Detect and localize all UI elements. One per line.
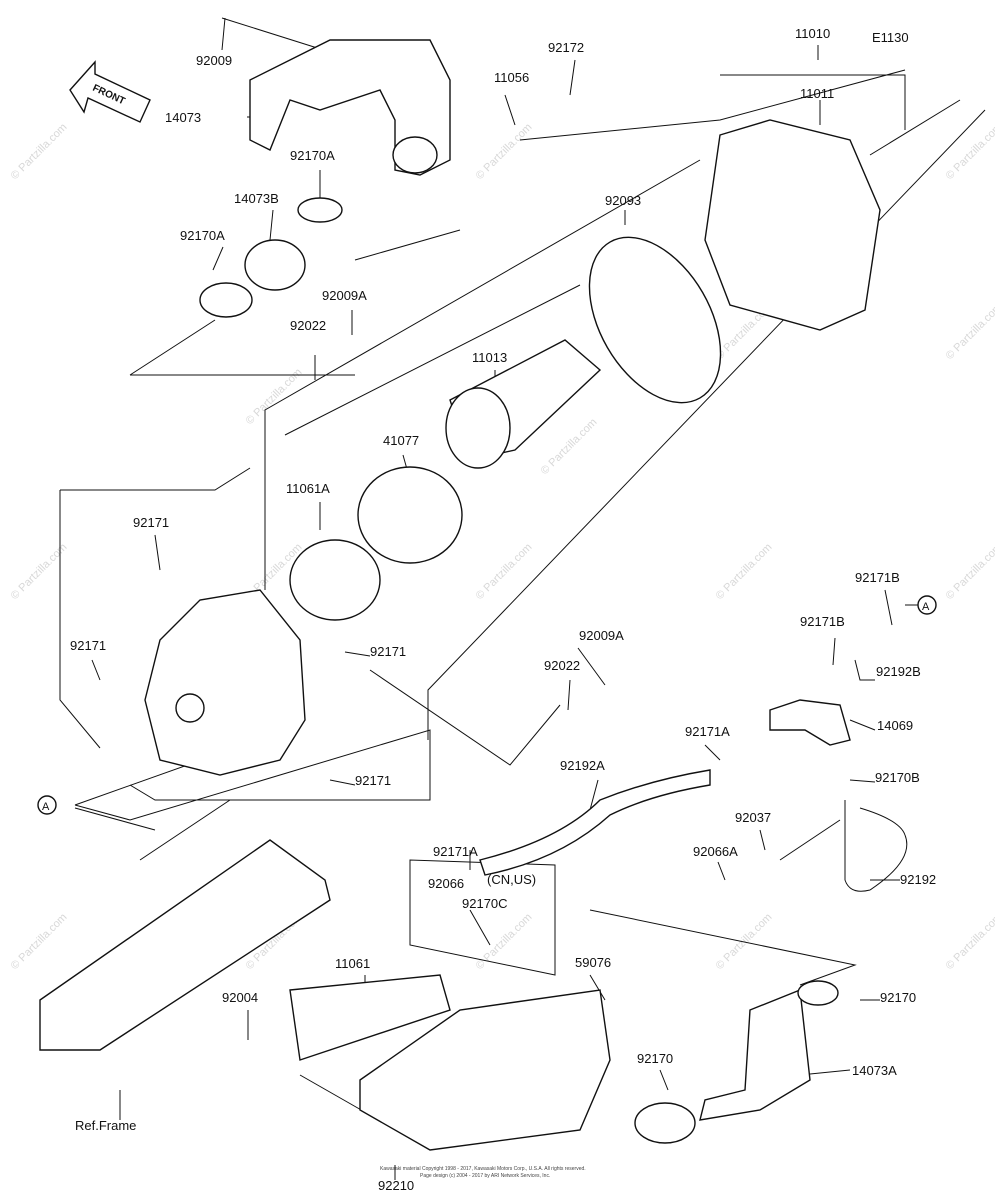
copyright-line-1: Kawasaki material Copyright 1998 - 2017,… — [380, 1166, 586, 1172]
callout-label: 14073A — [852, 1063, 897, 1078]
callout-label: (CN,US) — [487, 872, 536, 887]
callout-label: 92066 — [428, 876, 464, 891]
callout-label: 92210 — [378, 1178, 414, 1193]
callout-label: 92170A — [290, 148, 335, 163]
watermark: © Partzilla.com — [714, 541, 775, 602]
callout-label: 92171B — [855, 570, 900, 585]
callout-label: 92171 — [70, 638, 106, 653]
callout-label: 14073 — [165, 110, 201, 125]
callout-label: 92009A — [322, 288, 367, 303]
callout-label: 11011 — [800, 86, 834, 101]
callout-label: 92009A — [579, 628, 624, 643]
callout-label: 14069 — [877, 718, 913, 733]
callout-label: 92066A — [693, 844, 738, 859]
callout-label: 92171 — [370, 644, 406, 659]
diagram-code: E1130 — [872, 30, 909, 45]
callout-label: 92093 — [605, 193, 641, 208]
callout-label: 92037 — [735, 810, 771, 825]
callout-label: 92022 — [544, 658, 580, 673]
callout-label: 92192A — [560, 758, 605, 773]
callout-label: 11010 — [795, 26, 830, 41]
callout-label: 11056 — [494, 70, 529, 85]
connector-a-left: A — [37, 795, 57, 815]
callout-label: 92004 — [222, 990, 258, 1005]
callout-label: 92170C — [462, 896, 508, 911]
ref-frame-label: Ref.Frame — [75, 1118, 136, 1133]
parts-outlines — [39, 39, 908, 1151]
callout-label: 92171B — [800, 614, 845, 629]
front-arrow: FRONT — [69, 60, 151, 123]
callout-labels: 11010110119200992172110561407392170A1407… — [70, 26, 936, 1193]
watermark: © Partzilla.com — [9, 911, 70, 972]
callout-label: 92022 — [290, 318, 326, 333]
watermark: © Partzilla.com — [474, 121, 535, 182]
callout-label: 41077 — [383, 433, 419, 448]
callout-label: 92192B — [876, 664, 921, 679]
callout-label: 92192 — [900, 872, 936, 887]
connector-a-right: A — [917, 595, 937, 615]
callout-label: 92009 — [196, 53, 232, 68]
watermark: © Partzilla.com — [944, 541, 995, 602]
watermark: © Partzilla.com — [944, 301, 995, 362]
watermark: © Partzilla.com — [9, 121, 70, 182]
callout-label: 92172 — [548, 40, 584, 55]
watermark: © Partzilla.com — [474, 911, 535, 972]
svg-text:A: A — [922, 601, 930, 613]
callout-label: 92171 — [133, 515, 169, 530]
callout-label: 14073B — [234, 191, 279, 206]
callout-label: 92170A — [180, 228, 225, 243]
callout-label: 92171A — [433, 844, 478, 859]
callout-label: 92171 — [355, 773, 391, 788]
callout-label: 92171A — [685, 724, 730, 739]
callout-label: 59076 — [575, 955, 611, 970]
watermark: © Partzilla.com — [474, 541, 535, 602]
watermark: © Partzilla.com — [944, 911, 995, 972]
callout-label: 92170B — [875, 770, 920, 785]
callout-label: 11061A — [286, 481, 330, 496]
svg-text:A: A — [42, 801, 50, 813]
callout-label: 92170 — [880, 990, 916, 1005]
callout-label: 11013 — [472, 350, 507, 365]
copyright-line-2: Page design (c) 2004 - 2017 by ARI Netwo… — [420, 1173, 550, 1179]
watermark: © Partzilla.com — [539, 416, 600, 477]
callout-label: 11061 — [335, 956, 370, 971]
watermark: © Partzilla.com — [944, 121, 995, 182]
callout-label: 92170 — [637, 1051, 673, 1066]
leader-lines — [59, 17, 986, 1180]
